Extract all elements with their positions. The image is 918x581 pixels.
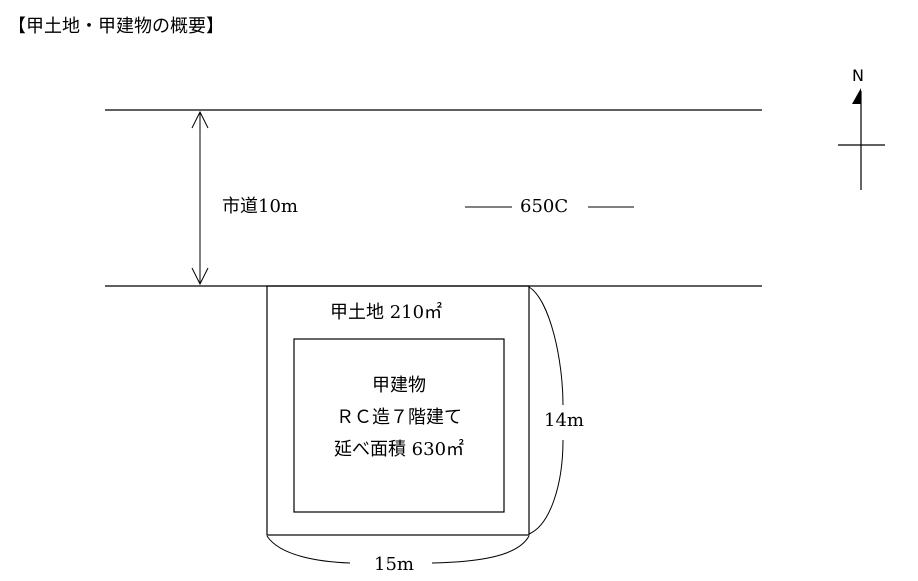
frontage-brace-right [431, 535, 530, 564]
building-floor-area: 延べ面積 630㎡ [333, 439, 465, 460]
compass-north-label: N [852, 66, 864, 85]
building-outline [293, 338, 505, 513]
lot-outline [266, 285, 530, 536]
road-label: 市道10m [222, 196, 298, 217]
depth-brace-lower [528, 439, 564, 535]
north-arrow-icon [852, 88, 861, 104]
building-info: 甲建物 ＲＣ造７階建て 延べ面積 630㎡ [294, 370, 504, 466]
lot-label: 甲土地 210㎡ [330, 302, 443, 323]
road-width-arrowhead-top [191, 110, 209, 129]
road-price-label: 650C [520, 196, 569, 217]
building-name: 甲建物 [372, 375, 426, 396]
frontage-brace-left [266, 535, 351, 564]
building-structure: ＲＣ造７階建て [336, 407, 462, 428]
frontage-dimension-label: 15m [374, 554, 414, 575]
depth-brace-upper [528, 286, 564, 406]
depth-dimension-label: 14m [544, 410, 584, 431]
diagram-title: 【甲土地・甲建物の概要】 [8, 16, 224, 37]
road-width-arrowhead-bottom [191, 267, 209, 286]
